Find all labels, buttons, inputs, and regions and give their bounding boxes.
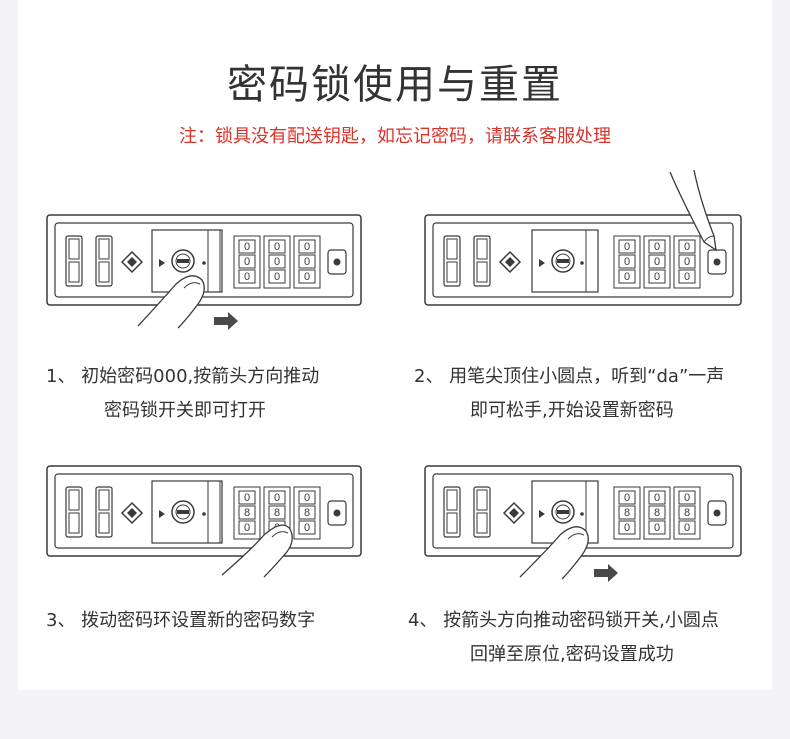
svg-text:0: 0 [624, 492, 630, 504]
dial-digit: 8 [654, 507, 660, 519]
caption-line: 密码锁开关即可打开 [104, 400, 266, 421]
caption-line: 4、 按箭头方向推动密码锁开关,小圆点 [408, 610, 719, 631]
pen-icon [669, 170, 717, 252]
step-2-illustration: 0 0 0 0 0 0 0 0 0 [424, 170, 742, 306]
dial-digit: 0 [624, 256, 630, 268]
dial-digit: 8 [274, 507, 280, 519]
step-3-illustration: 000 8 8 8 000 [46, 465, 362, 578]
svg-text:0: 0 [624, 522, 630, 534]
svg-text:0: 0 [244, 492, 250, 504]
svg-text:0: 0 [304, 492, 310, 504]
svg-text:0: 0 [274, 271, 280, 283]
step-1-illustration: 0 0 0 0 0 0 0 0 0 [46, 214, 362, 330]
svg-text:0: 0 [244, 271, 250, 283]
warning-note: 注：锁具没有配送钥匙，如忘记密码，请联系客服处理 [179, 126, 611, 147]
reset-button-icon [713, 509, 721, 517]
svg-text:0: 0 [654, 492, 660, 504]
push-arrow-icon [214, 312, 238, 330]
reset-button-icon [333, 258, 341, 266]
push-arrow-icon [594, 564, 618, 582]
step-1-caption: 1、 初始密码000,按箭头方向推动 密码锁开关即可打开 [46, 360, 376, 428]
svg-text:0: 0 [304, 522, 310, 534]
svg-text:0: 0 [654, 241, 660, 253]
finger-icon [519, 526, 589, 580]
finger-icon [137, 275, 205, 329]
svg-text:0: 0 [274, 492, 280, 504]
page-title: 密码锁使用与重置 [227, 62, 563, 108]
dial-digit: 0 [274, 256, 280, 268]
step-4-caption: 4、 按箭头方向推动密码锁开关,小圆点 回弹至原位,密码设置成功 [408, 604, 774, 672]
caption-line: 即可松手,开始设置新密码 [470, 400, 674, 421]
svg-text:0: 0 [274, 241, 280, 253]
caption-line: 3、 拨动密码环设置新的密码数字 [46, 610, 316, 631]
dial-digit: 0 [684, 256, 690, 268]
svg-text:0: 0 [624, 271, 630, 283]
svg-text:0: 0 [654, 271, 660, 283]
dial-digit: 0 [244, 256, 250, 268]
dial-digit: 8 [624, 507, 630, 519]
svg-text:0: 0 [684, 492, 690, 504]
svg-text:0: 0 [654, 522, 660, 534]
svg-text:0: 0 [244, 241, 250, 253]
svg-text:0: 0 [684, 271, 690, 283]
reset-button-icon [713, 258, 721, 266]
dial-digit: 0 [654, 256, 660, 268]
svg-text:0: 0 [684, 241, 690, 253]
step-2-caption: 2、 用笔尖顶住小圆点，听到“da”一声 即可松手,开始设置新密码 [414, 360, 774, 428]
svg-text:0: 0 [304, 241, 310, 253]
reset-button-icon [333, 509, 341, 517]
caption-line: 回弹至原位,密码设置成功 [470, 644, 674, 665]
svg-text:0: 0 [304, 271, 310, 283]
finger-icon [221, 524, 293, 578]
svg-text:0: 0 [684, 522, 690, 534]
caption-line: 2、 用笔尖顶住小圆点，听到“da”一声 [414, 366, 725, 387]
step-4-illustration: 0 0 0 8 8 8 0 0 0 [424, 465, 742, 582]
slider-buttons [65, 235, 113, 287]
dial-digit: 8 [244, 507, 250, 519]
svg-text:0: 0 [244, 522, 250, 534]
dial-digit: 8 [304, 507, 310, 519]
arrow-marker-icon [159, 259, 165, 267]
code-dials: 0 0 0 0 0 0 0 0 0 [233, 235, 321, 289]
step-3-caption: 3、 拨动密码环设置新的密码数字 [46, 604, 376, 638]
svg-text:0: 0 [624, 241, 630, 253]
dial-digit: 8 [684, 507, 690, 519]
content-card [18, 0, 772, 690]
dial-digit: 0 [304, 256, 310, 268]
caption-line: 1、 初始密码000,按箭头方向推动 [46, 366, 320, 387]
